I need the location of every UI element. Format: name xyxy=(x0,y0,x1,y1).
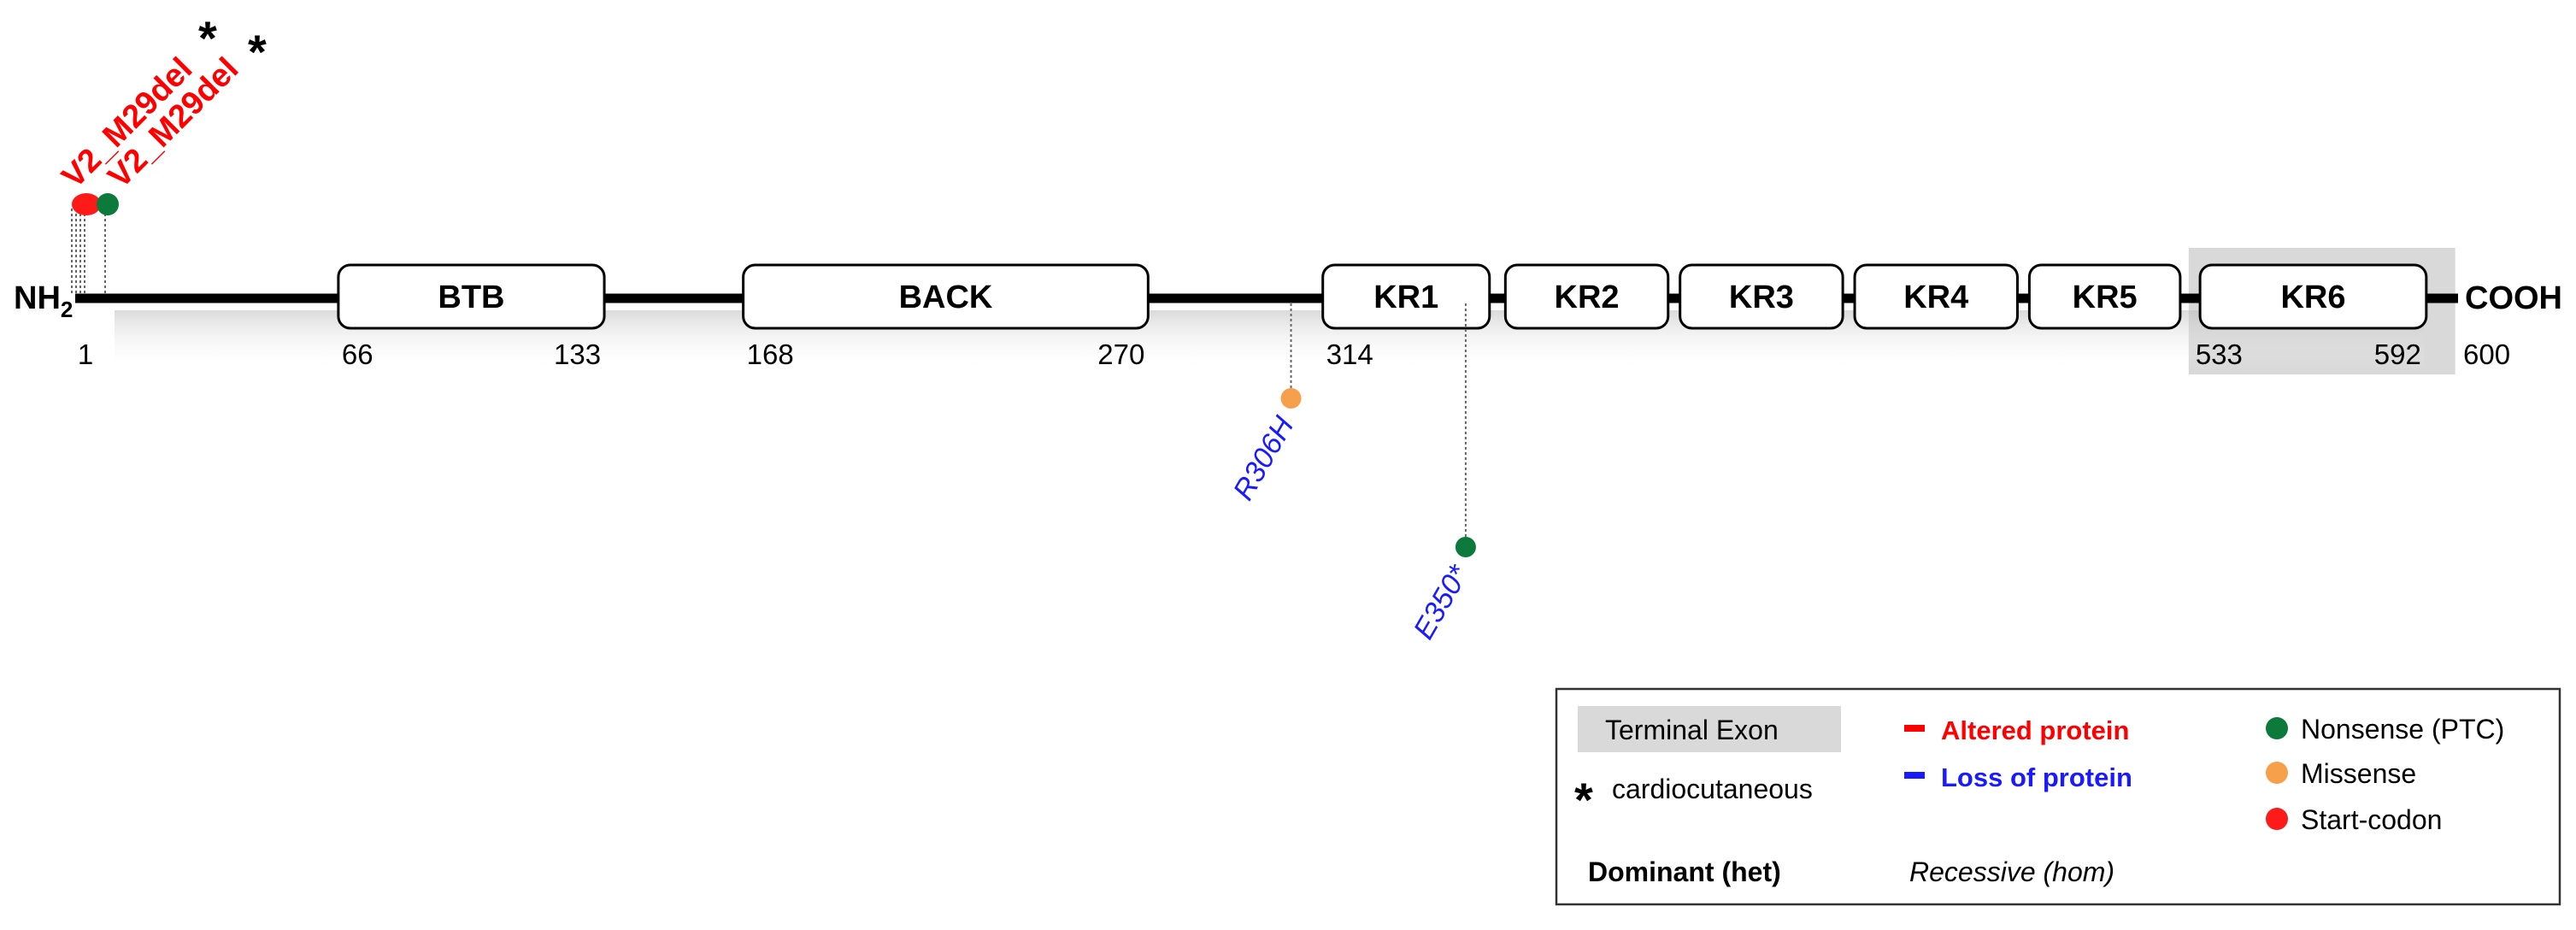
legend-loss-swatch xyxy=(1904,772,1925,779)
legend-nonsense-dot xyxy=(2266,717,2288,739)
variant-star-icon-2: * xyxy=(248,25,267,79)
position-label-168: 168 xyxy=(747,338,794,370)
domain-box-kr4 xyxy=(1853,263,2019,330)
position-label-600: 600 xyxy=(2463,338,2510,370)
variant-label-e350x: E350* xyxy=(1408,558,1476,645)
n-terminus-label: NH2 xyxy=(14,280,73,322)
legend-loss-label: Loss of protein xyxy=(1941,762,2132,792)
legend-terminal-exon-label: Terminal Exon xyxy=(1605,715,1779,745)
domain-label-back: BACK xyxy=(899,280,993,315)
variant-star-icon-1: * xyxy=(198,11,217,65)
c-terminus-label: COOH xyxy=(2465,280,2562,316)
legend-altered-swatch xyxy=(1904,725,1925,732)
domain-box-kr1 xyxy=(1321,263,1491,330)
legend: Terminal Exon * cardiocutaneous Altered … xyxy=(1555,687,2561,906)
legend-start-codon-dot xyxy=(2266,808,2288,830)
legend-nonsense-label: Nonsense (PTC) xyxy=(2301,714,2504,745)
domains-layer: BTB BACK KR1 KR2 KR3 KR4 KR5 KR6 xyxy=(337,263,2428,330)
position-label-592: 592 xyxy=(2374,338,2421,370)
domain-box-kr3 xyxy=(1679,263,1844,330)
domain-label-kr2: KR2 xyxy=(1555,280,1620,315)
position-label-533: 533 xyxy=(2196,338,2243,370)
legend-cardiocutaneous-label: cardiocutaneous xyxy=(1612,774,1813,804)
variant-dot-e350x xyxy=(1455,537,1476,557)
legend-dominant-label: Dominant (het) xyxy=(1588,856,1781,887)
legend-recessive-label: Recessive (hom) xyxy=(1909,856,2114,887)
legend-start-codon-label: Start-codon xyxy=(2301,804,2442,835)
position-label-1: 1 xyxy=(78,338,93,370)
domain-label-btb: BTB xyxy=(438,280,504,315)
domain-box-kr5 xyxy=(2027,263,2182,330)
position-label-314: 314 xyxy=(1326,338,1373,370)
variant-dot-start-codon xyxy=(72,193,101,215)
domain-label-kr5: KR5 xyxy=(2073,280,2138,315)
legend-terminal-exon-swatch xyxy=(1578,706,1841,752)
domain-box-kr2 xyxy=(1503,263,1670,330)
position-label-133: 133 xyxy=(554,338,601,370)
domain-label-kr6: KR6 xyxy=(2280,280,2345,315)
domain-box-kr6 xyxy=(2198,263,2428,330)
legend-missense-dot xyxy=(2266,762,2288,784)
position-label-66: 66 xyxy=(342,338,373,370)
domain-label-kr3: KR3 xyxy=(1729,280,1794,315)
domain-box-back xyxy=(742,263,1150,330)
position-labels-layer: 66 133 168 270 314 1 533 592 600 xyxy=(78,338,2510,370)
position-label-270: 270 xyxy=(1097,338,1144,370)
domain-label-kr4: KR4 xyxy=(1903,280,1968,315)
legend-altered-label: Altered protein xyxy=(1941,715,2129,745)
domain-box-btb xyxy=(337,263,606,330)
domain-label-kr1: KR1 xyxy=(1373,280,1438,315)
variant-dot-nonsense-n xyxy=(97,193,119,215)
legend-missense-label: Missense xyxy=(2301,758,2416,789)
variant-dot-r306h xyxy=(1280,388,1302,409)
variant-label-r306h: R306H xyxy=(1227,411,1301,506)
legend-star-icon: * xyxy=(1574,773,1593,827)
